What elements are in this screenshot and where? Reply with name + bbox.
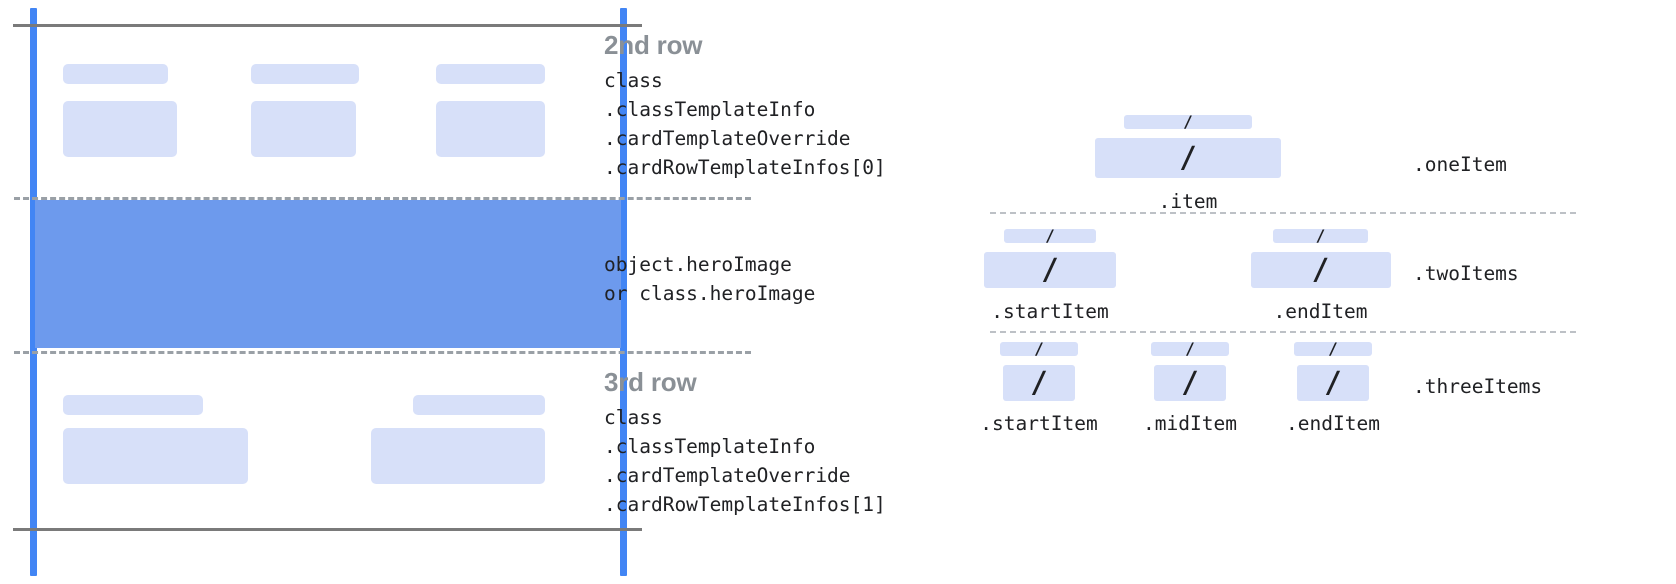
- row-item-layouts-diagram: / / .item .oneItem / / .startItem / /: [960, 0, 1676, 584]
- row-divider-below-hero: [14, 351, 751, 354]
- group-divider-two-three: [990, 331, 1576, 333]
- two-items-end-slot: / /: [1243, 226, 1398, 288]
- one-item-slot: / /: [1088, 112, 1288, 178]
- slash-glyph: /: [1181, 365, 1199, 400]
- second-row-col2-body-placeholder: [251, 101, 356, 157]
- one-item-top-bar: /: [1124, 112, 1252, 131]
- slash-glyph: /: [1034, 339, 1044, 358]
- second-row-col3-title-placeholder: [436, 64, 545, 84]
- one-item-group-label: .oneItem: [1413, 153, 1507, 176]
- three-items-mid-top-bar: /: [1151, 339, 1229, 358]
- second-row-col2-title-placeholder: [251, 64, 359, 84]
- second-row-col1-title-placeholder: [63, 64, 168, 84]
- two-items-start-top-bar: /: [1004, 226, 1096, 245]
- second-row-col3-body-placeholder: [436, 101, 545, 157]
- one-item-main-bar: /: [1095, 138, 1281, 178]
- three-items-mid-main-bar: /: [1154, 365, 1226, 401]
- two-items-end-main-bar: /: [1250, 252, 1391, 288]
- three-items-start-slot: / /: [984, 339, 1094, 401]
- third-row-col1-body-placeholder: [63, 428, 248, 484]
- second-row-title: 2nd row: [604, 30, 703, 60]
- three-items-end-slot: / /: [1278, 339, 1388, 401]
- slash-glyph: /: [1315, 226, 1326, 245]
- third-row-annotation: 3rd row class .classTemplateInfo .cardTe…: [604, 369, 886, 519]
- card-template-rows-diagram: 2nd row class .classTemplateInfo .cardTe…: [0, 0, 886, 584]
- third-row-col2-title-placeholder: [413, 395, 545, 415]
- third-row-code-line-3: .cardTemplateOverride: [604, 464, 851, 487]
- two-items-start-slot: / /: [980, 226, 1120, 288]
- card-bottom-boundary-line: [13, 528, 642, 531]
- third-row-col1-title-placeholder: [63, 395, 203, 415]
- three-items-group-label: .threeItems: [1413, 375, 1543, 398]
- two-items-end-top-bar: /: [1273, 226, 1368, 245]
- card-top-boundary-line: [13, 24, 642, 27]
- three-items-start-top-bar: /: [1000, 339, 1078, 358]
- three-items-mid-slot-label: .midItem: [1143, 412, 1237, 435]
- slash-glyph: /: [1045, 226, 1055, 245]
- group-divider-one-two: [990, 212, 1576, 214]
- second-row-code-line-3: .cardTemplateOverride: [604, 127, 851, 150]
- card-left-edge-rail: [30, 8, 37, 576]
- second-row-annotation: 2nd row class .classTemplateInfo .cardTe…: [604, 32, 886, 182]
- slash-glyph: /: [1183, 112, 1193, 131]
- third-row-col2-body-placeholder: [371, 428, 545, 484]
- third-row-title: 3rd row: [604, 367, 697, 397]
- two-items-group-label: .twoItems: [1413, 262, 1519, 285]
- slash-glyph: /: [1030, 365, 1048, 400]
- slash-glyph: /: [1185, 339, 1195, 358]
- second-row-code-line-2: .classTemplateInfo: [604, 98, 816, 121]
- slash-glyph: /: [1311, 252, 1330, 287]
- two-items-end-slot-label: .endItem: [1273, 300, 1368, 323]
- three-items-end-main-bar: /: [1297, 365, 1369, 401]
- three-items-start-slot-label: .startItem: [980, 412, 1098, 435]
- hero-image-annotation: object.heroImage or class.heroImage: [604, 250, 815, 308]
- hero-image-band: [35, 200, 621, 348]
- third-row-code-line-1: class: [604, 406, 663, 429]
- card-right-edge-rail: [620, 8, 627, 576]
- slash-glyph: /: [1041, 252, 1059, 287]
- row-divider-above-hero: [14, 197, 751, 200]
- slash-glyph: /: [1324, 365, 1342, 400]
- three-items-end-slot-label: .endItem: [1286, 412, 1380, 435]
- three-items-end-top-bar: /: [1294, 339, 1372, 358]
- two-items-start-slot-label: .startItem: [991, 300, 1109, 323]
- two-items-start-main-bar: /: [984, 252, 1116, 288]
- third-row-code-line-4: .cardRowTemplateInfos[1]: [604, 493, 886, 516]
- three-items-start-main-bar: /: [1003, 365, 1075, 401]
- slash-glyph: /: [1179, 140, 1197, 175]
- second-row-code-line-4: .cardRowTemplateInfos[0]: [604, 156, 886, 179]
- one-item-slot-label: .item: [1158, 190, 1218, 213]
- hero-code-line-2: or class.heroImage: [604, 282, 816, 305]
- hero-code-line-1: object.heroImage: [604, 253, 792, 276]
- slash-glyph: /: [1328, 339, 1338, 358]
- third-row-code-line-2: .classTemplateInfo: [604, 435, 816, 458]
- second-row-code-line-1: class: [604, 69, 663, 92]
- second-row-col1-body-placeholder: [63, 101, 177, 157]
- three-items-mid-slot: / /: [1135, 339, 1245, 401]
